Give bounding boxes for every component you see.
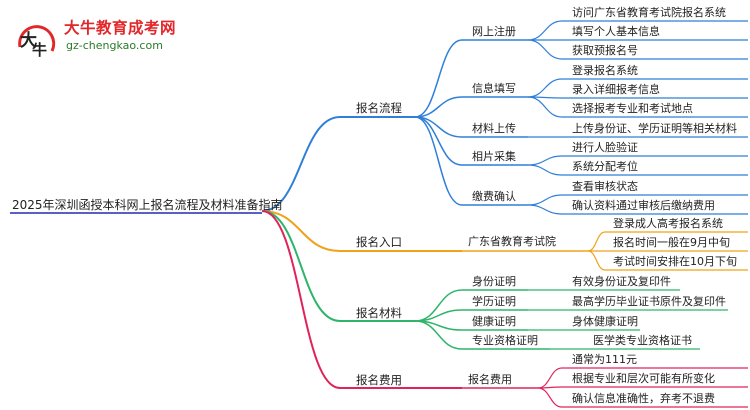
node-fee: 报名费用 xyxy=(468,373,512,386)
leaf: 上传身份证、学历证明等相关材料 xyxy=(572,122,737,135)
leaf: 登录成人高考报名系统 xyxy=(613,217,723,230)
branch-materials: 报名材料 xyxy=(356,306,402,320)
leaf: 报名时间一般在9月中旬 xyxy=(613,236,730,249)
site-logo[interactable]: 大 牛 大牛教育成考网 gz-chengkao.com xyxy=(14,17,204,61)
node-info-fill: 信息填写 xyxy=(472,82,516,95)
leaf: 查看审核状态 xyxy=(572,180,638,193)
root-node: 2025年深圳函授本科网上报名流程及材料准备指南 xyxy=(12,198,283,212)
connector-leaf xyxy=(537,367,563,389)
connector-leaf xyxy=(527,39,563,60)
branch-entry: 报名入口 xyxy=(356,235,402,249)
node-health-proof: 健康证明 xyxy=(472,315,516,328)
connector-leaf xyxy=(537,387,563,408)
leaf: 最高学历毕业证书原件及复印件 xyxy=(572,295,726,308)
node-photo: 相片采集 xyxy=(472,150,516,163)
connector-entry xyxy=(261,210,341,252)
logo-site-url: gz-chengkao.com xyxy=(66,39,163,52)
node-qualification-proof: 专业资格证明 xyxy=(472,334,538,347)
connector-leaf xyxy=(527,164,563,176)
node-id-proof: 身份证明 xyxy=(472,275,516,288)
connector-process-child xyxy=(414,116,463,206)
leaf: 填写个人基本信息 xyxy=(572,25,660,38)
connector-fees xyxy=(261,210,341,389)
connector-materials-child xyxy=(414,289,463,322)
connector-process-child xyxy=(414,39,463,118)
node-upload: 材料上传 xyxy=(472,122,516,135)
connector-leaf xyxy=(527,78,563,98)
svg-text:牛: 牛 xyxy=(32,41,47,59)
connector-leaf xyxy=(527,194,563,206)
leaf: 根据专业和层次可能有所变化 xyxy=(572,372,715,385)
connector-materials-child xyxy=(414,320,463,350)
connector-materials xyxy=(261,210,341,322)
leaf: 获取预报名号 xyxy=(572,44,638,57)
leaf: 录入详细报考信息 xyxy=(572,83,660,96)
connector-leaf xyxy=(587,250,606,271)
connector-process-child xyxy=(414,96,463,118)
leaf: 通常为111元 xyxy=(572,353,637,366)
node-edu-proof: 学历证明 xyxy=(472,295,516,308)
leaf: 确认信息准确性，弃考不退费 xyxy=(572,392,715,405)
connector-leaf xyxy=(527,20,563,41)
leaf: 访问广东省教育考试院报名系统 xyxy=(572,6,726,19)
node-exam-authority: 广东省教育考试院 xyxy=(468,235,556,248)
node-register: 网上注册 xyxy=(472,25,516,38)
connector-process xyxy=(261,116,341,212)
leaf: 登录报名系统 xyxy=(572,64,638,77)
leaf: 有效身份证及复印件 xyxy=(572,275,671,288)
node-payment: 缴费确认 xyxy=(472,190,516,203)
branch-fees: 报名费用 xyxy=(356,373,402,387)
connector-leaf xyxy=(527,204,563,215)
leaf: 身体健康证明 xyxy=(572,315,638,328)
connector-process-child xyxy=(414,116,463,166)
connector-leaf xyxy=(587,231,606,252)
dawniu-logo-icon: 大 牛 xyxy=(18,25,56,59)
logo-name: 大牛教育成考网 xyxy=(64,19,177,37)
connector-leaf xyxy=(527,155,563,166)
connector-leaf xyxy=(527,96,563,118)
leaf: 考试时间安排在10月下旬 xyxy=(613,255,737,268)
leaf: 医学类专业资格证书 xyxy=(593,334,692,347)
leaf: 进行人脸验证 xyxy=(572,141,638,154)
leaf: 确认资料通过审核后缴纳费用 xyxy=(572,199,715,212)
leaf: 选择报考专业和考试地点 xyxy=(572,102,693,115)
branch-process: 报名流程 xyxy=(356,101,402,115)
svg-text:大: 大 xyxy=(20,30,37,51)
leaf: 系统分配考位 xyxy=(572,160,638,173)
